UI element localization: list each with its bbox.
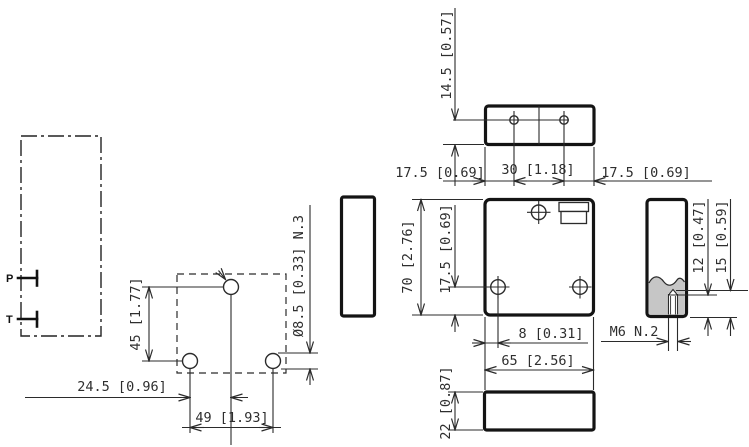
dim-pattern-offset: 24.5 [0.96]	[77, 379, 166, 395]
pattern-hole-left	[181, 352, 199, 370]
phantom-side-view: P T	[6, 135, 102, 337]
hole-callout-label: Ø8.5 [0.33] N.3	[291, 215, 307, 337]
bottom-view-outline	[482, 390, 596, 432]
pattern-hole-right	[264, 352, 282, 370]
pattern-outline	[176, 273, 287, 374]
top-hole-left	[509, 115, 519, 125]
pattern-hole-top	[222, 278, 240, 296]
side-right-outline	[645, 197, 689, 319]
dim-body-thickness: 22 [0.87]	[438, 366, 454, 439]
section-gray-fill	[649, 276, 685, 315]
dim-pattern-spacing: 49 [1.93]	[195, 410, 268, 426]
dim-top-hole-spacing: 30 [1.18]	[501, 162, 574, 178]
dim-top-edge-left: 17.5 [0.69]	[395, 165, 484, 181]
break-line	[648, 276, 686, 286]
terminal-block-lower	[560, 210, 588, 225]
side-view-left	[339, 195, 377, 318]
top-view-outline	[483, 104, 596, 147]
thread-hole-tip	[668, 288, 678, 296]
mounting-hole-pattern: 45 [1.77] 24.5 [0.96] 49 [1.93] Ø8.5 [0.…	[25, 205, 318, 445]
top-view: 14.5 [0.57] 17.5 [0.69] 30 [1.18] 17.5 […	[395, 8, 712, 186]
front-view-outline	[483, 197, 596, 317]
side-view-right: M6 N.2 12 [0.47] 15 [0.59]	[601, 197, 748, 351]
port-p-label: P	[6, 273, 13, 285]
dim-thread-depth: 12 [0.47]	[691, 200, 707, 273]
dim-front-width: 65 [2.56]	[501, 353, 574, 369]
dim-front-height: 70 [2.76]	[400, 220, 416, 293]
side-left-outline	[339, 195, 377, 318]
dim-drill-depth: 15 [0.59]	[714, 200, 730, 273]
thread-note-label: M6 N.2	[610, 324, 659, 340]
front-view: 70 [2.76] 17.5 [0.69] 8 [0.31] 65 [2.56]	[400, 197, 596, 390]
terminal-block-upper	[558, 201, 590, 213]
bottom-view: 22 [0.87]	[438, 366, 596, 440]
top-hole-right	[559, 115, 569, 125]
hole-leader-arrow	[219, 271, 226, 280]
dim-top-thickness: 14.5 [0.57]	[439, 10, 455, 99]
dim-front-hole-left: 8 [0.31]	[518, 326, 583, 342]
phantom-outline	[20, 135, 102, 337]
dim-pattern-vertical: 45 [1.77]	[128, 277, 144, 350]
dim-top-edge-right: 17.5 [0.69]	[601, 165, 690, 181]
dim-front-hole-bottom: 17.5 [0.69]	[438, 204, 454, 293]
port-t-label: T	[6, 314, 13, 326]
